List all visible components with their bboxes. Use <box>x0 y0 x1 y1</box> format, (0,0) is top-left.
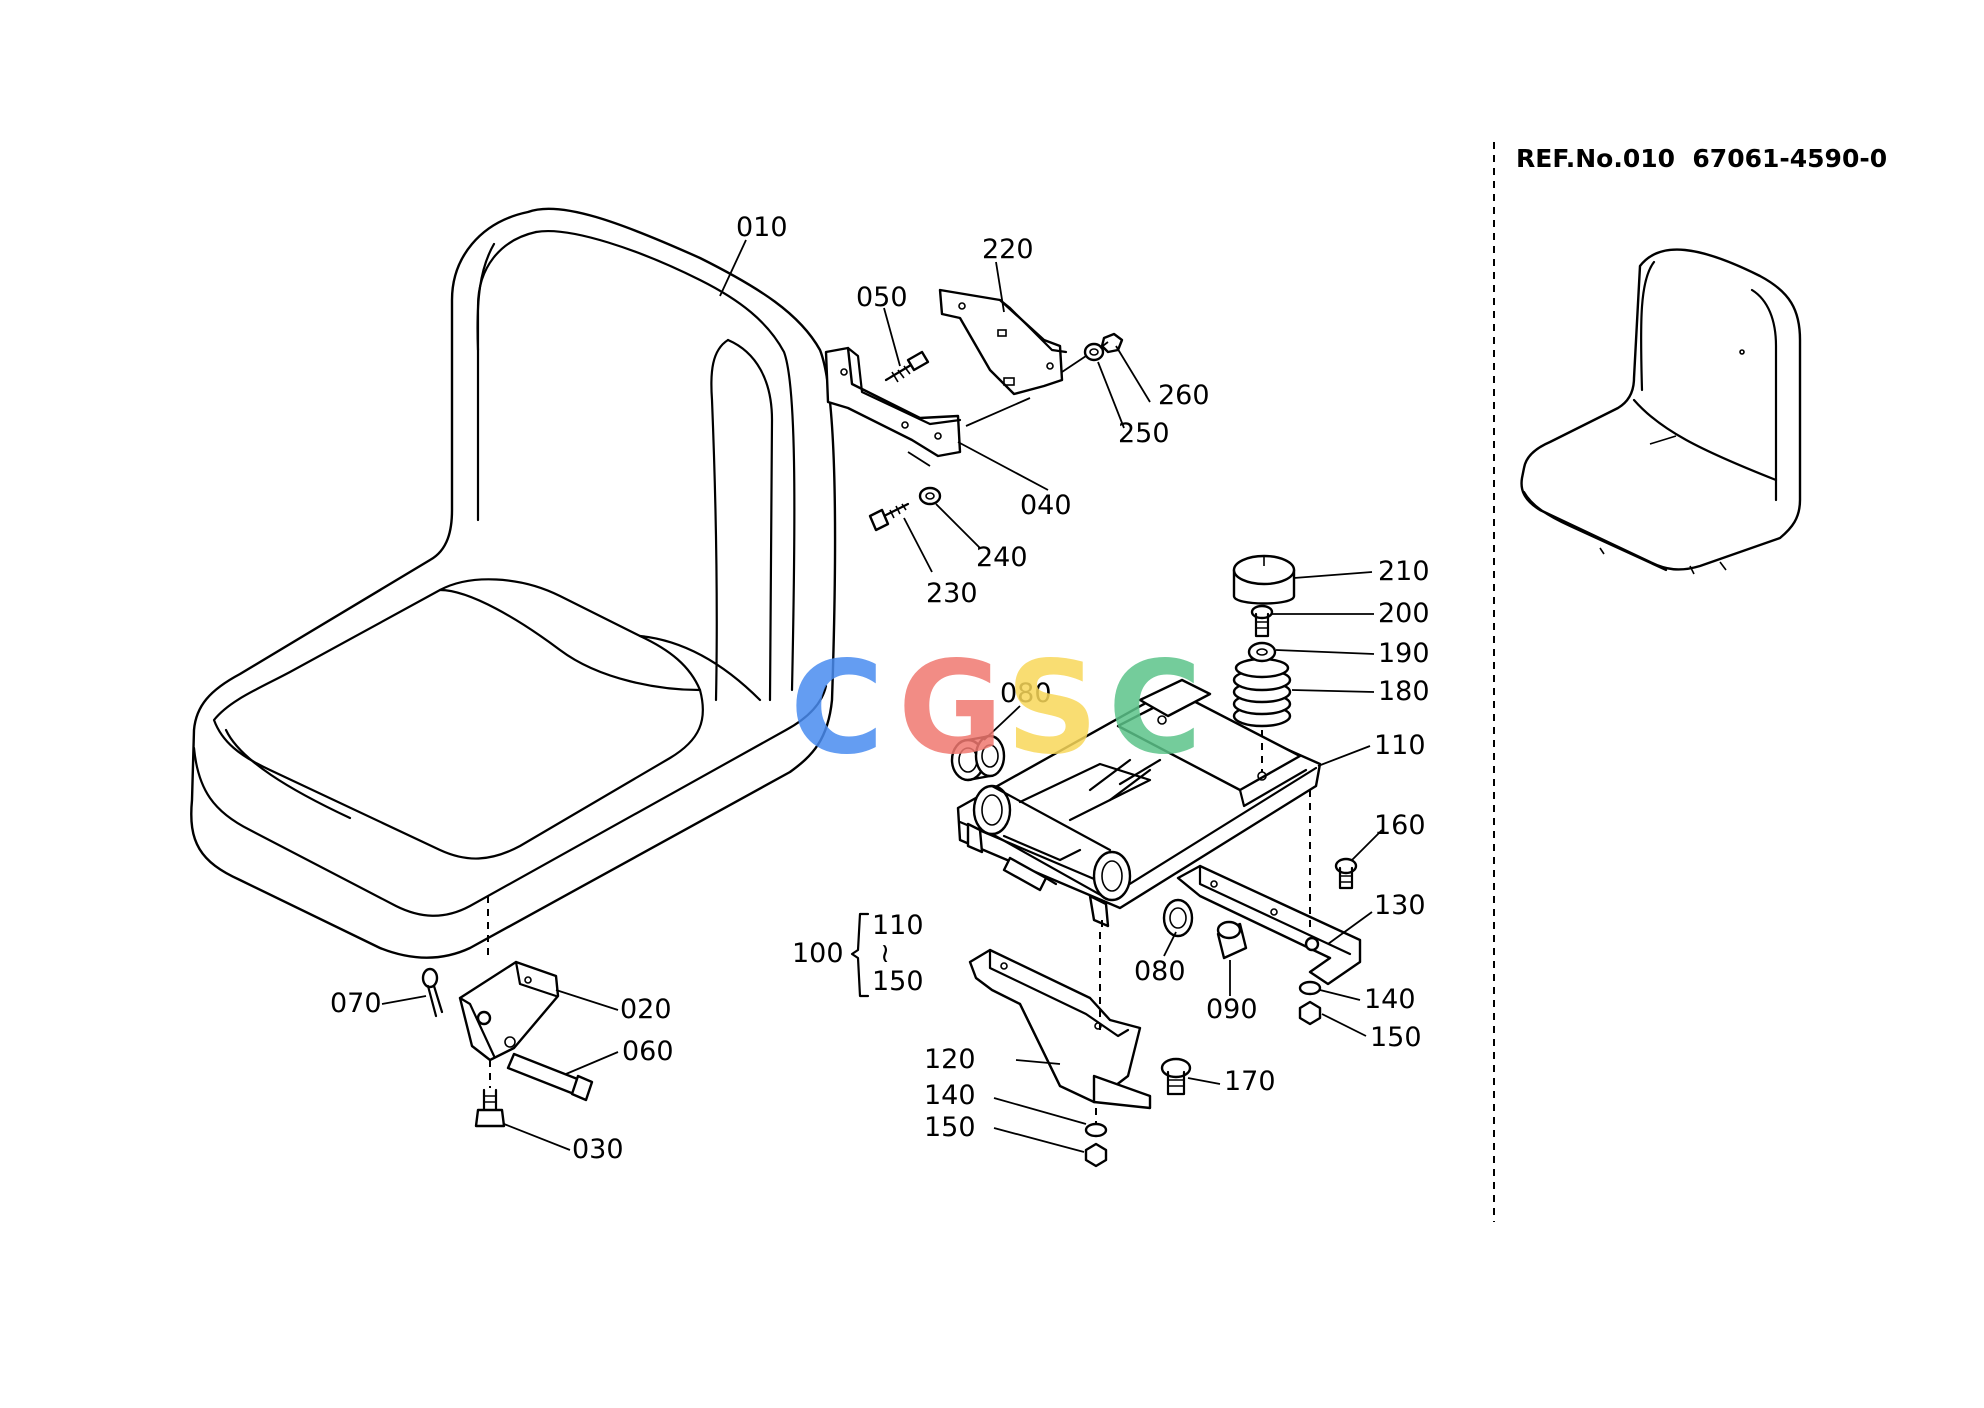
leader-040 <box>957 441 1049 491</box>
label-150-b: 150 <box>1370 1022 1422 1053</box>
leader-150a <box>993 1127 1085 1153</box>
label-210: 210 <box>1378 556 1430 587</box>
bolt-160 <box>1334 857 1358 890</box>
group-range-end: 150 <box>872 966 924 997</box>
leader-240 <box>935 503 981 549</box>
bolt-030 <box>474 1088 506 1128</box>
label-220: 220 <box>982 234 1034 265</box>
label-160: 160 <box>1374 810 1426 841</box>
pin-060 <box>506 1052 582 1096</box>
bushing-080-b <box>1162 898 1194 938</box>
leader-160 <box>1351 829 1383 861</box>
watermark-letter-s: S <box>1006 634 1098 783</box>
hinge-bracket-020 <box>458 960 560 1062</box>
bolt-050 <box>884 350 930 383</box>
label-080-a: 080 <box>1000 678 1052 709</box>
watermark-letter-c2: C <box>1108 634 1202 783</box>
label-240: 240 <box>976 542 1028 573</box>
bolt-200 <box>1250 604 1274 638</box>
bolt-170 <box>1160 1057 1192 1096</box>
label-140-b: 140 <box>1364 984 1416 1015</box>
leader-080b <box>1163 931 1177 957</box>
reference-number: REF.No.010 67061-4590-0 <box>1516 144 1887 173</box>
label-020: 020 <box>620 994 672 1025</box>
label-200: 200 <box>1378 598 1430 629</box>
bushing-080-a <box>950 734 1006 782</box>
leader-210 <box>1293 571 1373 579</box>
leader-080a <box>983 705 1021 741</box>
label-190: 190 <box>1378 638 1430 669</box>
plate-220 <box>938 288 1068 396</box>
clip-070 <box>421 967 444 1018</box>
leader-190 <box>1275 649 1375 655</box>
label-250: 250 <box>1118 418 1170 449</box>
leader-050 <box>883 307 901 367</box>
bracket-130 <box>1176 864 1362 986</box>
label-070: 070 <box>330 988 382 1019</box>
label-030: 030 <box>572 1134 624 1165</box>
label-170: 170 <box>1224 1066 1276 1097</box>
nut-150-b <box>1298 1000 1322 1026</box>
label-050: 050 <box>856 282 908 313</box>
washer-250 <box>1083 342 1105 362</box>
label-010: 010 <box>736 212 788 243</box>
label-150-a: 150 <box>924 1112 976 1143</box>
collar-090 <box>1216 920 1248 960</box>
stopper-210 <box>1232 554 1296 605</box>
leader-220 <box>995 261 1005 313</box>
leader-120 <box>1015 1059 1061 1065</box>
watermark-letter-c1: C <box>790 634 884 783</box>
leader-030 <box>503 1123 571 1151</box>
seat-010 <box>190 207 837 959</box>
watermark-logo: C G S C <box>790 634 1202 783</box>
label-140-a: 140 <box>924 1080 976 1111</box>
leader-150b <box>1321 1013 1367 1037</box>
spring-180 <box>1232 657 1292 728</box>
washer-240 <box>918 486 942 506</box>
leader-230 <box>903 517 933 573</box>
group-bracket-100 <box>850 912 870 998</box>
washer-190 <box>1247 641 1277 663</box>
leader-260 <box>1115 345 1151 403</box>
label-080-b: 080 <box>1134 956 1186 987</box>
nut-150-a <box>1084 1142 1108 1168</box>
leader-020 <box>555 989 619 1011</box>
group-number-100: 100 <box>792 938 844 969</box>
leader-250 <box>1097 361 1125 429</box>
suspension-base-110 <box>956 678 1322 928</box>
label-180: 180 <box>1378 676 1430 707</box>
washer-140-a <box>1084 1122 1108 1138</box>
leader-140b <box>1319 989 1361 1001</box>
leader-140a <box>993 1097 1087 1125</box>
label-040: 040 <box>1020 490 1072 521</box>
washer-140-b <box>1298 980 1322 996</box>
bracket-120 <box>968 948 1152 1110</box>
label-090: 090 <box>1206 994 1258 1025</box>
group-range-separator: ≀ <box>880 938 890 969</box>
reference-seat-icon <box>1520 248 1802 575</box>
leader-170 <box>1187 1077 1221 1085</box>
leader-060 <box>565 1051 619 1075</box>
label-120: 120 <box>924 1044 976 1075</box>
leader-010 <box>719 239 747 297</box>
leader-110 <box>1317 745 1371 767</box>
label-260: 260 <box>1158 380 1210 411</box>
leader-180 <box>1291 689 1375 693</box>
leader-130 <box>1327 911 1373 945</box>
label-110: 110 <box>1374 730 1426 761</box>
watermark-letter-g: G <box>898 634 1003 783</box>
bolt-230 <box>868 502 910 532</box>
label-060: 060 <box>622 1036 674 1067</box>
bracket-040 <box>824 346 962 458</box>
label-130: 130 <box>1374 890 1426 921</box>
group-range-start: 110 <box>872 910 924 941</box>
leader-070 <box>381 995 427 1005</box>
label-230: 230 <box>926 578 978 609</box>
